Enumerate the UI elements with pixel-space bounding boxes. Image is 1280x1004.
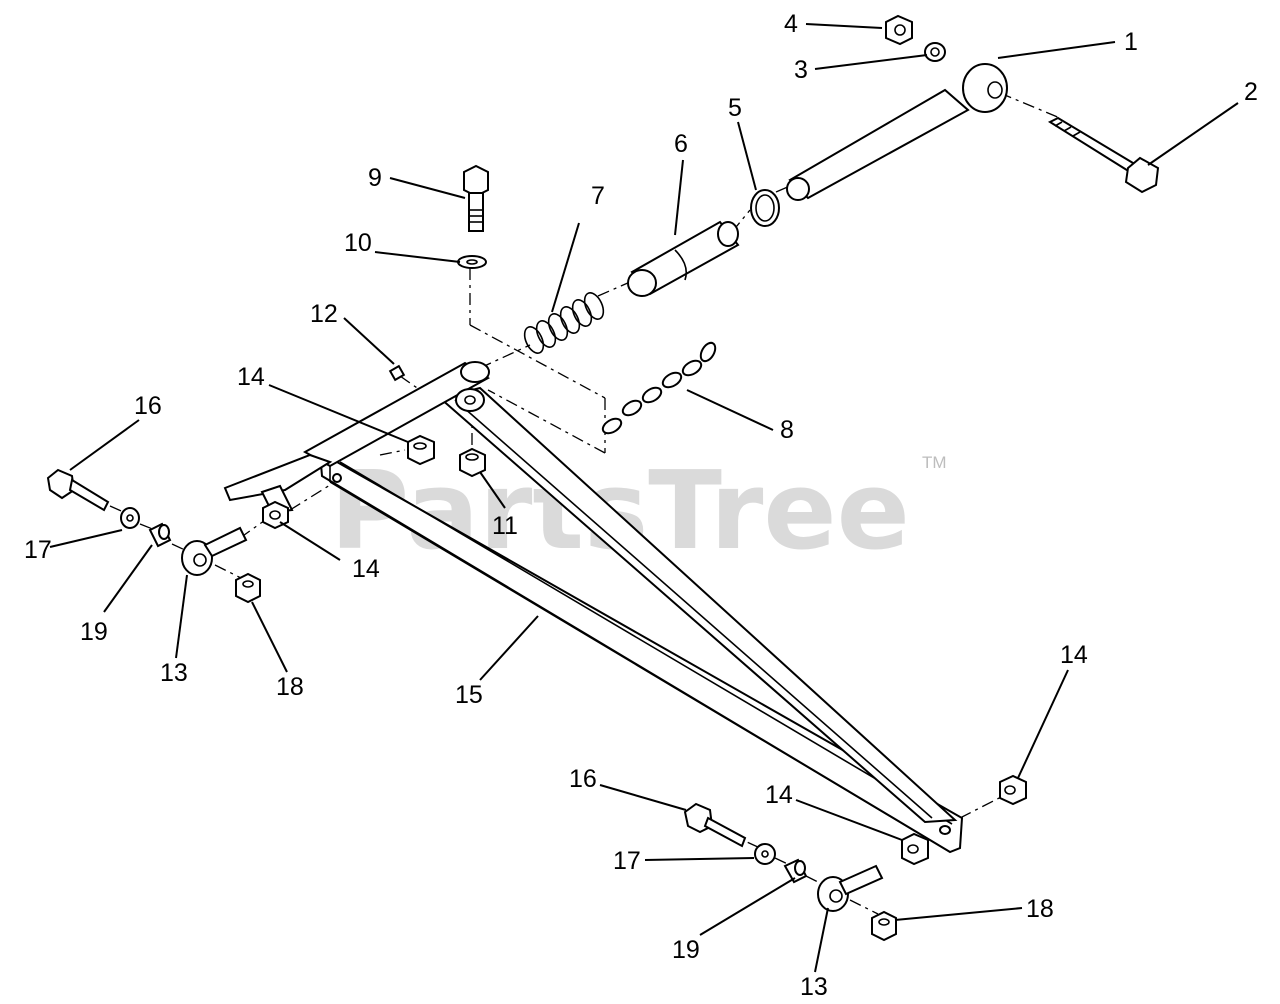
callout-16-a: 16 [134, 392, 162, 420]
callout-16-b: 16 [569, 765, 597, 793]
callout-12: 12 [310, 300, 338, 328]
callout-8: 8 [780, 416, 794, 444]
nut-14b [262, 500, 289, 530]
nut-18b [871, 910, 897, 942]
nut-14d [901, 832, 929, 866]
bolt-16a [46, 468, 110, 512]
callout-17-a: 17 [24, 536, 52, 564]
callout-15: 15 [455, 681, 483, 709]
callout-18-b: 18 [1026, 895, 1054, 923]
callout-19-b: 19 [672, 936, 700, 964]
spacer-19a [148, 522, 172, 548]
washer-3 [924, 42, 946, 62]
tube-assembly [786, 63, 1008, 201]
callout-13-a: 13 [160, 659, 188, 687]
nut-18a [235, 572, 261, 604]
callout-17-b: 17 [613, 847, 641, 875]
nut-14c [999, 774, 1027, 806]
ring-5 [750, 189, 780, 227]
callout-19-a: 19 [80, 618, 108, 646]
sleeve-6 [627, 220, 740, 297]
callout-1: 1 [1124, 28, 1138, 56]
callout-5: 5 [728, 94, 742, 122]
callout-18-a: 18 [276, 673, 304, 701]
bolt-16b [683, 802, 747, 848]
callout-11: 11 [492, 512, 518, 540]
washer-10 [457, 255, 487, 269]
nut-14a [407, 434, 435, 466]
spacer-19b [783, 858, 808, 884]
callout-7: 7 [591, 182, 605, 210]
bolt-2 [1047, 116, 1160, 194]
bolt-9 [463, 164, 489, 232]
watermark-trademark: TM [922, 453, 947, 472]
leader-lines [49, 23, 1239, 973]
callout-3: 3 [794, 56, 808, 84]
callout-6: 6 [674, 130, 688, 158]
rod-end-13b [817, 864, 884, 912]
washer-17b [754, 843, 776, 865]
callout-4: 4 [784, 10, 798, 38]
a-frame-arm [223, 361, 964, 854]
callout-14-d: 14 [765, 781, 793, 809]
callout-2: 2 [1244, 78, 1258, 106]
chain-8 [601, 341, 717, 435]
washer-17a [120, 507, 140, 529]
rod-end-13a [181, 526, 248, 576]
grease-fitting-12 [388, 364, 406, 382]
callout-9: 9 [368, 164, 382, 192]
callout-14-c: 14 [1060, 641, 1088, 669]
spring-7 [523, 292, 605, 354]
nut-11 [459, 447, 486, 478]
callout-14-b: 14 [352, 555, 380, 583]
nut-4 [885, 14, 913, 46]
callout-14-a: 14 [237, 363, 265, 391]
callout-13-b: 13 [800, 973, 828, 1001]
callout-10: 10 [344, 229, 372, 257]
